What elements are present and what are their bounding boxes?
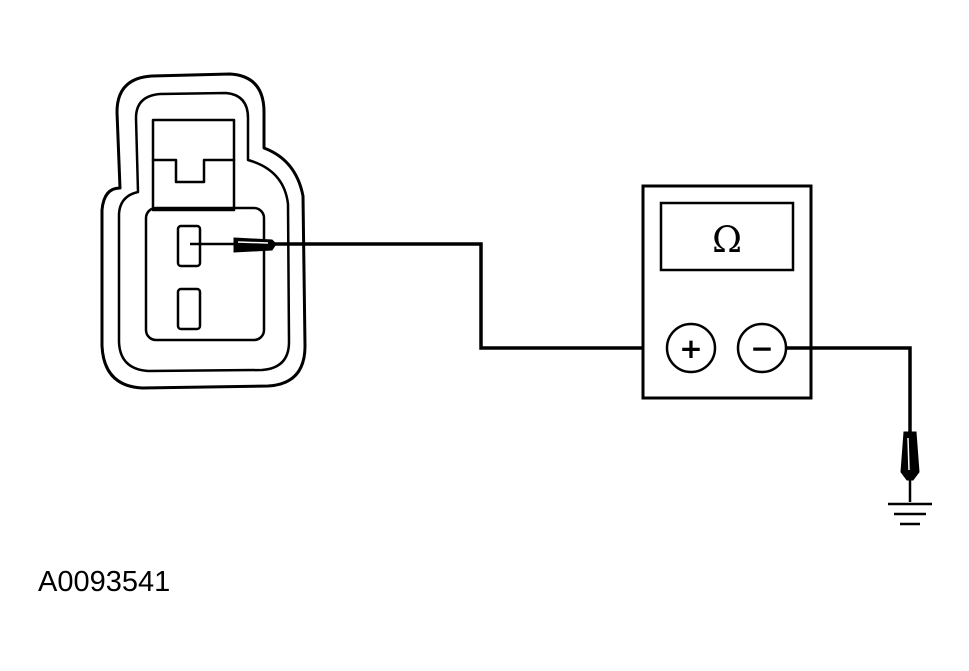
connector-outer-shell bbox=[100, 72, 307, 390]
connector-pin-upper bbox=[176, 224, 202, 268]
test-lead-negative bbox=[786, 346, 912, 434]
figure-reference-code: A0093541 bbox=[38, 566, 171, 598]
connector-latch-tab bbox=[151, 158, 236, 184]
connector-inner-shell bbox=[117, 91, 291, 373]
positive-terminal bbox=[665, 322, 717, 374]
negative-terminal-label: − bbox=[750, 332, 773, 365]
connector-latch bbox=[151, 118, 236, 212]
connector-terminal-face bbox=[144, 206, 266, 342]
positive-terminal-label: + bbox=[679, 332, 702, 365]
connector-test-probe bbox=[190, 237, 277, 253]
ohm-symbol: Ω bbox=[712, 220, 742, 261]
connector-pin-lower bbox=[176, 287, 202, 331]
test-lead-positive bbox=[272, 242, 668, 350]
ground-probe bbox=[900, 431, 920, 502]
ground-symbol-icon bbox=[888, 502, 932, 526]
ohmmeter: Ω + − bbox=[641, 184, 813, 400]
electrical-connector bbox=[100, 72, 307, 390]
ohmmeter-display bbox=[659, 201, 795, 272]
